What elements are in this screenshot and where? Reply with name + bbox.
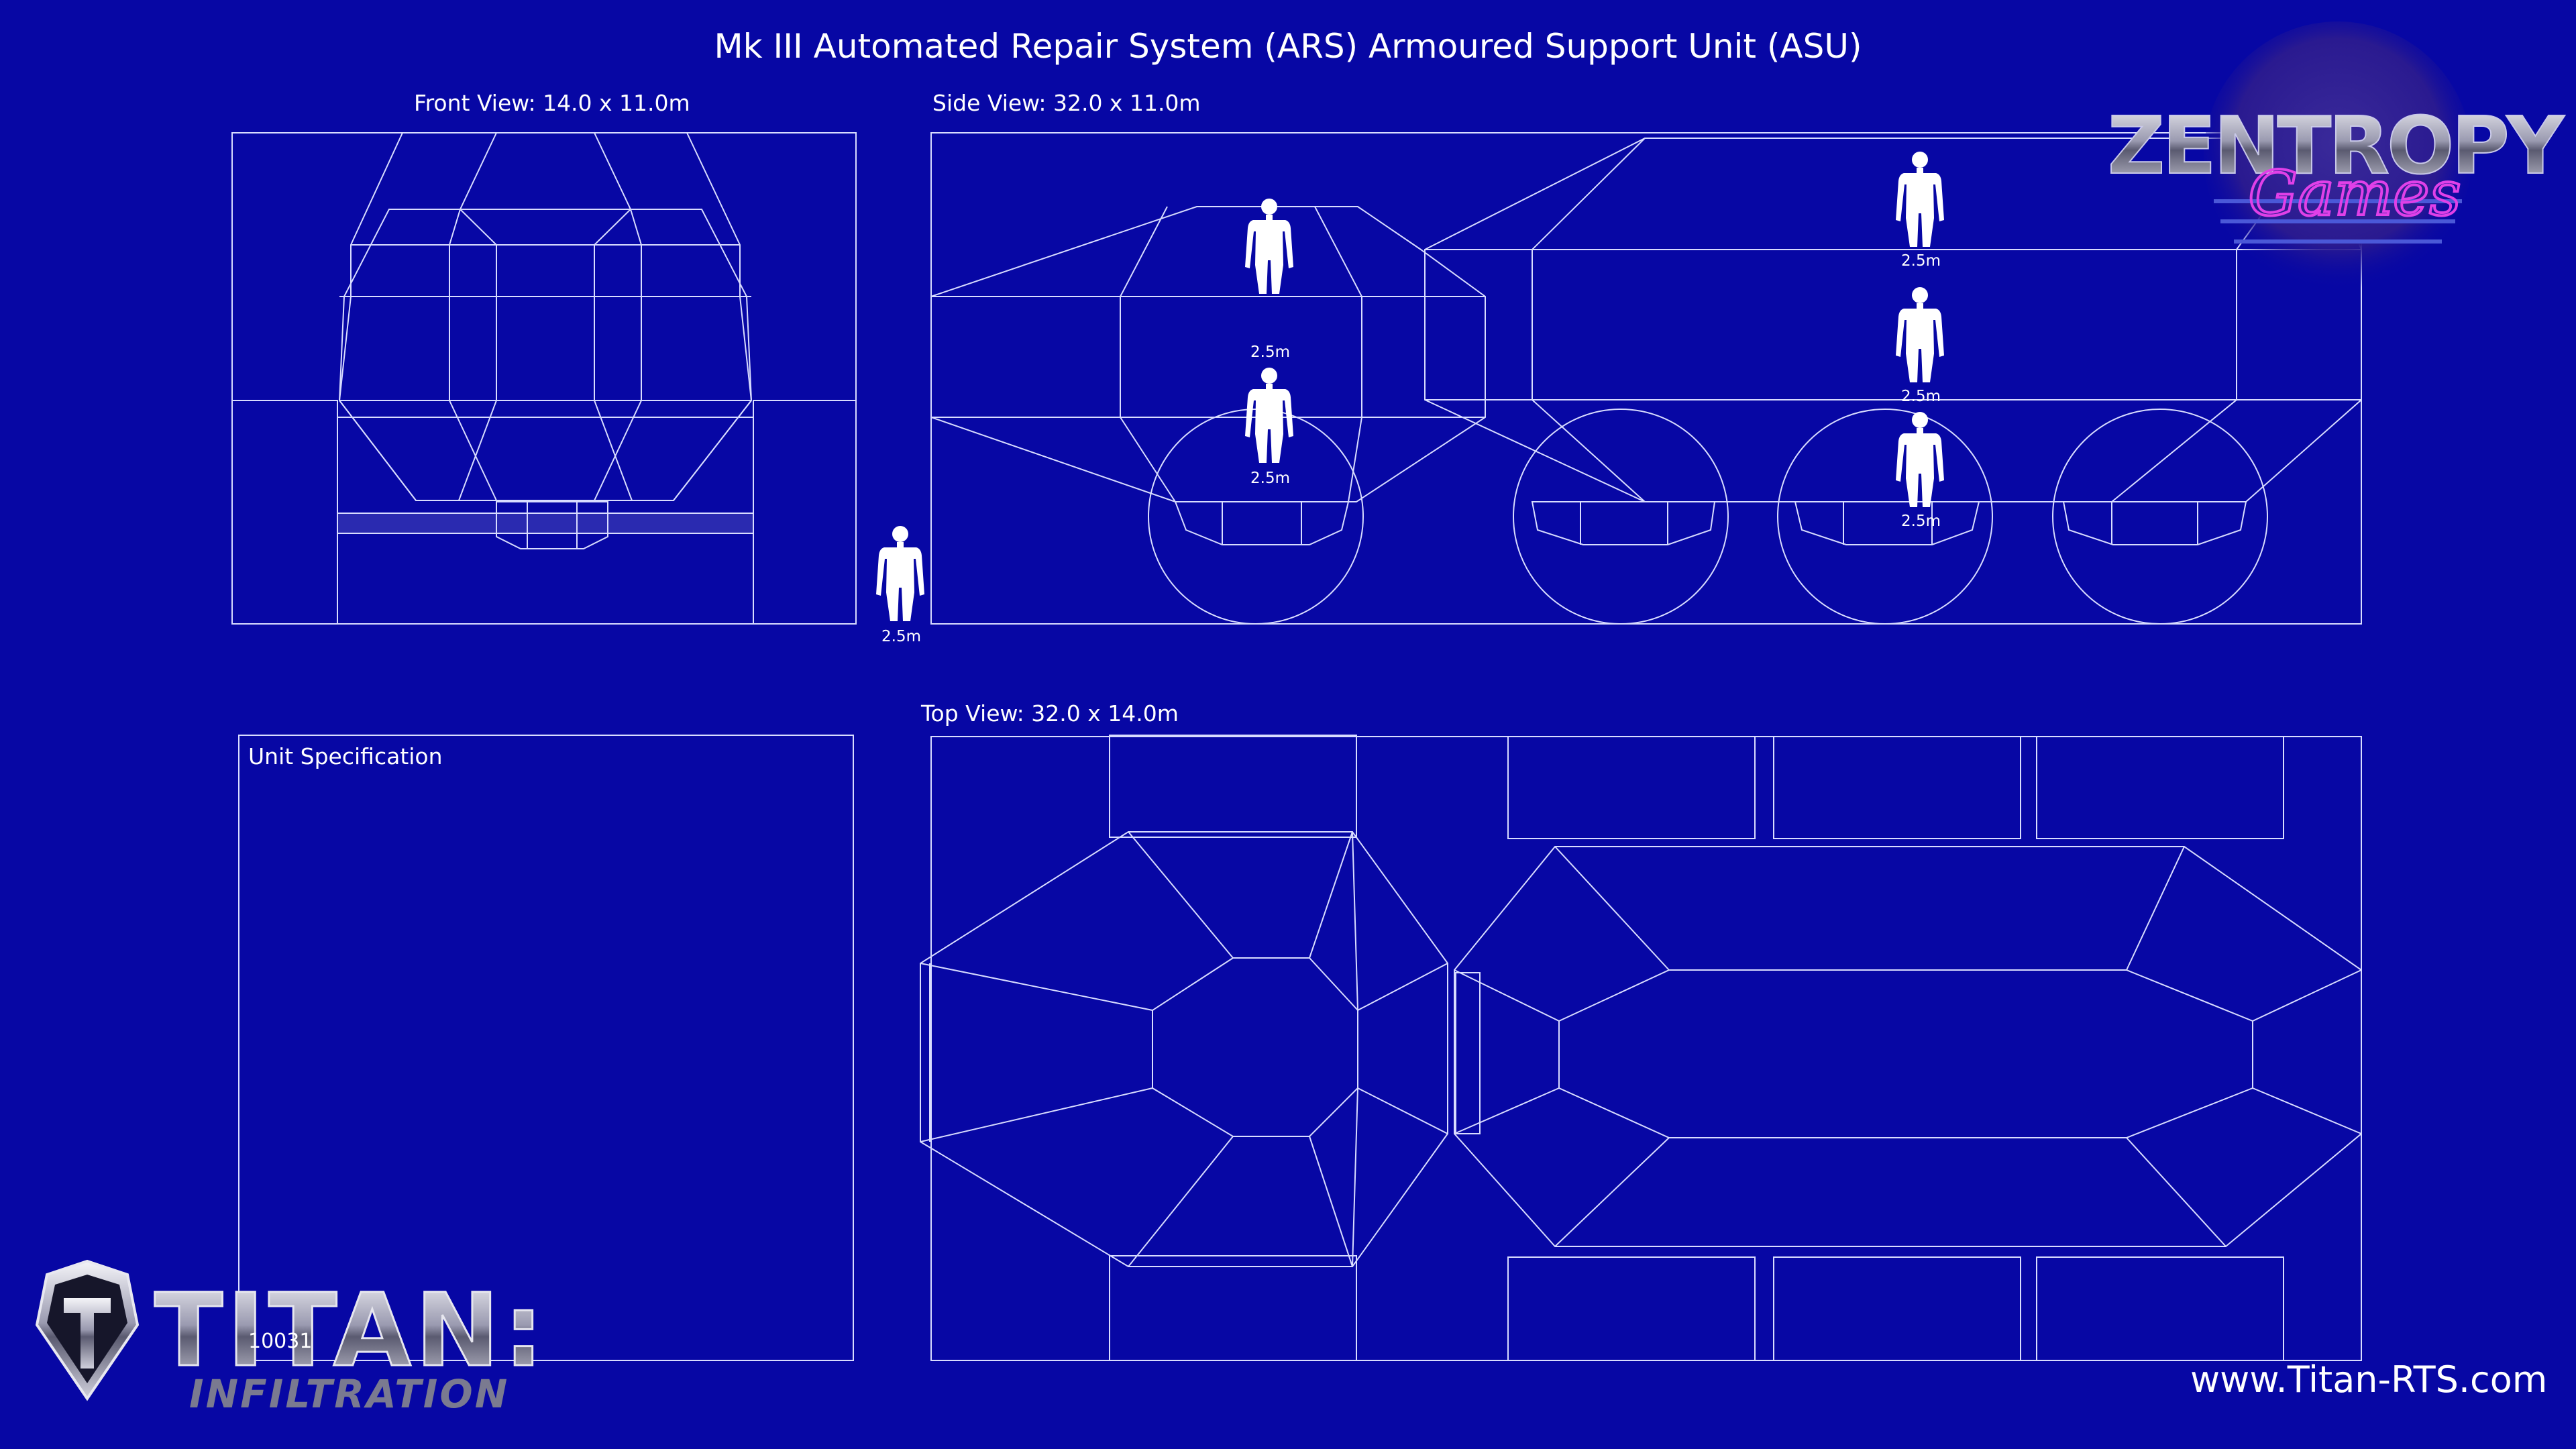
scale-human-figure xyxy=(1245,368,1293,463)
wheel-3 xyxy=(1777,409,1993,625)
top-view-drawing xyxy=(920,735,2362,1361)
front-view-drawing xyxy=(231,132,857,625)
side-view-label: Side View: 32.0 x 11.0m xyxy=(932,90,1201,116)
zentropy-games-logo: ZENTROPY Games xyxy=(2107,21,2569,290)
front-view-frame xyxy=(231,132,857,625)
website-url: www.Titan-RTS.com xyxy=(2190,1358,2548,1401)
scale-human-figure xyxy=(1245,199,1293,294)
svg-text:ZENTROPY: ZENTROPY xyxy=(2108,99,2565,192)
side-view-frame xyxy=(930,132,2362,625)
scale-human-figure xyxy=(1896,287,1944,382)
page-title: Mk III Automated Repair System (ARS) Arm… xyxy=(714,27,1862,66)
unit-spec-id: 10031 xyxy=(248,1330,313,1353)
scale-label: 2.5m xyxy=(1901,252,1941,270)
titan-infiltration-logo: TITAN: INFILTRATION xyxy=(35,1259,547,1417)
wheel-4 xyxy=(2052,409,2268,625)
scale-label: 2.5m xyxy=(1250,343,1290,361)
scale-human-figure xyxy=(1896,152,1944,247)
scale-label: 2.5m xyxy=(1901,513,1941,530)
side-view-drawing xyxy=(930,132,2362,625)
svg-text:INFILTRATION: INFILTRATION xyxy=(189,1371,509,1417)
scale-human-figure xyxy=(1896,412,1944,507)
svg-text:TITAN:: TITAN: xyxy=(154,1273,547,1389)
unit-spec-box xyxy=(238,735,854,1361)
wheel-2 xyxy=(1513,409,1729,625)
front-left-track xyxy=(231,400,338,625)
svg-text:Games: Games xyxy=(2248,158,2461,229)
scale-label: 2.5m xyxy=(1250,470,1290,487)
front-right-track xyxy=(753,400,857,625)
front-view-label: Front View: 14.0 x 11.0m xyxy=(414,90,690,116)
scale-label: 2.5m xyxy=(881,628,921,645)
scale-label: 2.5m xyxy=(1901,388,1941,405)
top-view-label: Top View: 32.0 x 14.0m xyxy=(921,700,1179,727)
scale-human-figure xyxy=(876,526,924,621)
unit-spec-title: Unit Specification xyxy=(248,743,443,769)
